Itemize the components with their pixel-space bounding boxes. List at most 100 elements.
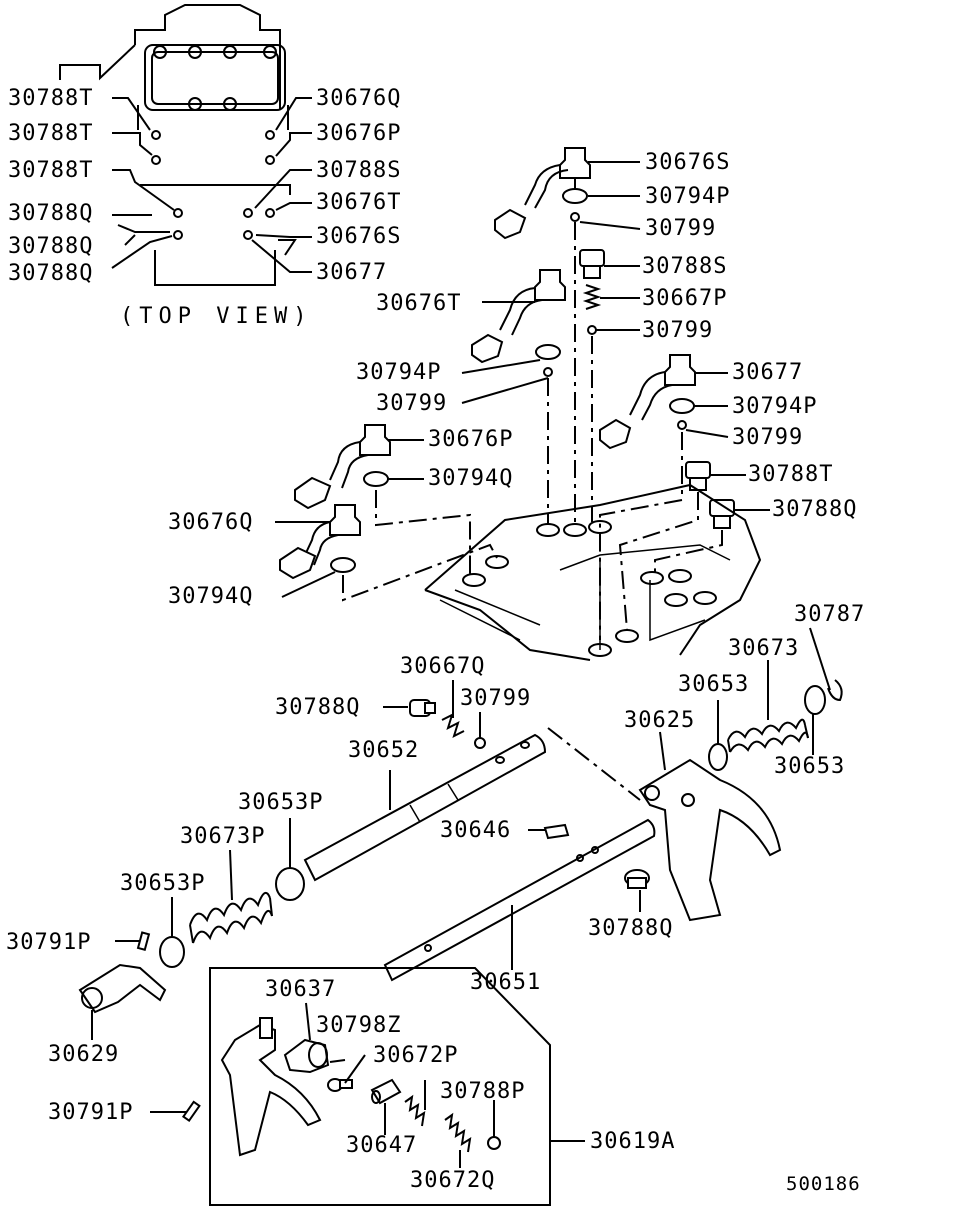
label-30653P-b: 30653P bbox=[120, 871, 206, 896]
label-30619A: 30619A bbox=[590, 1129, 676, 1154]
top-view-leaders bbox=[111, 97, 312, 286]
label-30653P-a: 30653P bbox=[238, 790, 324, 815]
label-30667Q: 30667Q bbox=[400, 654, 486, 679]
screw-30798Z bbox=[327, 1078, 353, 1092]
label-top-30788Q-1: 30788Q bbox=[8, 201, 94, 226]
label-top-30676Q: 30676Q bbox=[316, 86, 402, 111]
ball-30799-e bbox=[474, 737, 486, 749]
label-30794Q-a: 30794Q bbox=[428, 466, 514, 491]
label-top-30677: 30677 bbox=[316, 260, 388, 285]
label-30676T: 30676T bbox=[376, 291, 462, 316]
washer-30794Q-b bbox=[330, 557, 356, 573]
label-top-30788T-3: 30788T bbox=[8, 158, 94, 183]
label-30794P-b: 30794P bbox=[356, 360, 442, 385]
label-30652: 30652 bbox=[348, 738, 420, 763]
label-30672Q: 30672Q bbox=[410, 1168, 496, 1193]
top-view-caption: (TOP VIEW) bbox=[120, 304, 313, 329]
label-30791P-a: 30791P bbox=[6, 930, 92, 955]
label-30799-b: 30799 bbox=[642, 318, 714, 343]
label-30651: 30651 bbox=[470, 970, 542, 995]
sensor-30676S bbox=[494, 147, 591, 240]
collar-30653P-a bbox=[275, 867, 305, 901]
label-30637: 30637 bbox=[265, 977, 337, 1002]
label-30677: 30677 bbox=[732, 360, 804, 385]
label-30794P-c: 30794P bbox=[732, 394, 818, 419]
plug-30788Q-c bbox=[624, 869, 650, 889]
spring-30667P bbox=[582, 284, 602, 310]
collar-30653P-b bbox=[159, 936, 185, 968]
plug-30788S bbox=[579, 249, 605, 279]
subassembly-box bbox=[209, 967, 585, 1206]
label-top-30676P: 30676P bbox=[316, 121, 402, 146]
ball-30788P bbox=[487, 1136, 501, 1150]
label-30647: 30647 bbox=[346, 1133, 418, 1158]
label-30676S: 30676S bbox=[645, 150, 731, 175]
label-30653-b: 30653 bbox=[774, 754, 846, 779]
lever-30629 bbox=[78, 963, 167, 1014]
figure-code: 500186 bbox=[786, 1173, 861, 1195]
label-30625: 30625 bbox=[624, 708, 696, 733]
clip-30787 bbox=[827, 679, 843, 702]
plug-30788Q-a bbox=[709, 499, 735, 529]
label-30788T: 30788T bbox=[748, 462, 834, 487]
label-30799-c: 30799 bbox=[376, 391, 448, 416]
sensor-30676Q bbox=[279, 504, 361, 580]
label-30673: 30673 bbox=[728, 636, 800, 661]
ball-30799-d bbox=[677, 420, 687, 430]
label-30646: 30646 bbox=[440, 818, 512, 843]
label-30788Q-a: 30788Q bbox=[772, 497, 858, 522]
ball-30799-a bbox=[570, 212, 580, 222]
label-30667P: 30667P bbox=[642, 286, 728, 311]
label-30799-d: 30799 bbox=[732, 425, 804, 450]
label-30673P: 30673P bbox=[180, 824, 266, 849]
label-30788Q-b: 30788Q bbox=[275, 695, 361, 720]
ball-30799-b bbox=[587, 325, 597, 335]
fork-30619A bbox=[220, 1017, 322, 1157]
washer-30794Q-a bbox=[363, 471, 389, 487]
spring-30672P bbox=[404, 1094, 426, 1127]
label-30798Z: 30798Z bbox=[316, 1013, 402, 1038]
label-30676P: 30676P bbox=[428, 427, 514, 452]
label-30788Q-c: 30788Q bbox=[588, 916, 674, 941]
label-top-30788Q-3: 30788Q bbox=[8, 261, 94, 286]
sensor-30676T bbox=[471, 269, 566, 364]
label-30794Q-b: 30794Q bbox=[168, 584, 254, 609]
pin-30791P-b bbox=[181, 1100, 201, 1123]
label-30787: 30787 bbox=[794, 602, 866, 627]
assembly-guide-lines bbox=[342, 222, 723, 801]
collar-30653-b bbox=[804, 685, 826, 715]
pin-30646 bbox=[543, 823, 570, 840]
spring-30672Q bbox=[444, 1112, 472, 1153]
plug-30788Q-b bbox=[409, 699, 436, 717]
spring-30673P bbox=[189, 891, 273, 944]
label-30788S: 30788S bbox=[642, 254, 728, 279]
label-30799-a: 30799 bbox=[645, 216, 717, 241]
label-top-30676T: 30676T bbox=[316, 190, 402, 215]
label-30799-e: 30799 bbox=[460, 686, 532, 711]
label-top-30788T-2: 30788T bbox=[8, 121, 94, 146]
label-top-30788T-1: 30788T bbox=[8, 86, 94, 111]
washer-30794P-b bbox=[535, 344, 561, 360]
pin-30791P-a bbox=[136, 931, 151, 951]
fork-30625 bbox=[638, 758, 782, 922]
label-30676Q: 30676Q bbox=[168, 510, 254, 535]
shaft-30652 bbox=[303, 733, 547, 882]
label-top-30788S: 30788S bbox=[316, 158, 402, 183]
top-view-housing bbox=[59, 4, 289, 130]
sensor-30677 bbox=[599, 354, 696, 450]
top-view-holes bbox=[151, 130, 275, 240]
label-30672P: 30672P bbox=[373, 1043, 459, 1068]
label-top-30676S: 30676S bbox=[316, 224, 402, 249]
sensor-30676P bbox=[294, 424, 391, 510]
collar-30653-a bbox=[708, 743, 728, 771]
spring-30673 bbox=[727, 718, 809, 753]
spring-30667Q bbox=[441, 713, 465, 738]
washer-30794P-c bbox=[669, 398, 695, 414]
cam-30637 bbox=[283, 1038, 330, 1074]
label-30653-a: 30653 bbox=[678, 672, 750, 697]
plunger-30647 bbox=[370, 1078, 402, 1105]
label-30788P: 30788P bbox=[440, 1079, 526, 1104]
label-top-30788Q-2: 30788Q bbox=[8, 234, 94, 259]
